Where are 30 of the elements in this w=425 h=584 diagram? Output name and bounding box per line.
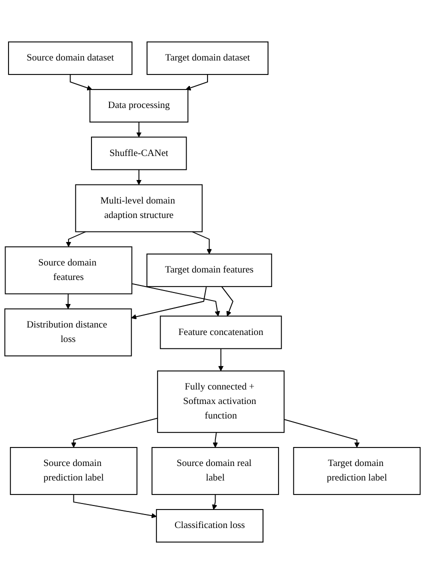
arrow [284,419,360,448]
node-box: Shuffle-CANet [91,136,187,170]
arrow [66,231,86,248]
arrow [192,231,212,254]
arrow [70,74,92,90]
arrow [71,418,158,448]
arrow [136,122,142,138]
arrow [131,283,220,316]
node-box: Data processing [89,89,188,123]
node-box: Source domain real label [152,447,280,495]
node-box: Target domain dataset [146,41,268,75]
node-box: Fully connected + Softmax activation function [157,370,285,433]
arrow [212,494,218,510]
arrow [73,494,157,518]
node-box: Distribution distance loss [4,308,132,356]
node-box: Multi-level domain adaption structure [75,184,203,232]
arrow [221,286,234,316]
node-box: Target domain prediction label [293,447,421,495]
node-box: Source domain features [4,246,132,294]
arrow [218,348,224,372]
node-box: Classification loss [156,509,264,543]
node-box: Source domain dataset [8,41,132,75]
node-box: Target domain features [146,254,272,288]
arrow [136,169,142,185]
arrow [186,74,208,90]
arrow [212,432,218,448]
arrow [131,286,207,320]
node-box: Feature concatenation [160,316,282,350]
arrow [65,293,71,310]
node-box: Source domain prediction label [10,447,138,495]
